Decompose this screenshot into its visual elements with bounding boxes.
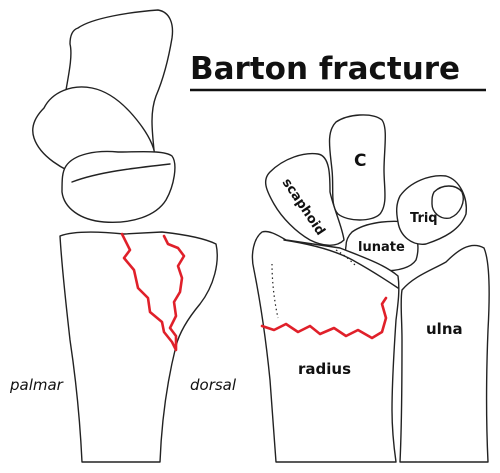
palmar-label: palmar bbox=[9, 376, 64, 394]
lateral-view bbox=[32, 9, 218, 463]
triquetrum-label: Triq bbox=[410, 211, 438, 226]
frontal-fracture-line bbox=[260, 296, 388, 340]
lateral-lunate bbox=[61, 150, 176, 223]
lateral-radius bbox=[59, 231, 218, 463]
lateral-fracture-line bbox=[120, 232, 186, 352]
scaphoid-bone bbox=[264, 152, 345, 246]
capitate-label: C bbox=[354, 151, 366, 171]
dorsal-label: dorsal bbox=[190, 376, 237, 394]
lunate-label: lunate bbox=[358, 240, 405, 255]
ulna-bone bbox=[399, 244, 490, 463]
diagram-title: Barton fracture bbox=[190, 51, 460, 87]
frontal-view bbox=[251, 114, 490, 463]
pisiform-bone bbox=[431, 185, 464, 219]
frontal-radius bbox=[251, 230, 400, 463]
radius-label: radius bbox=[298, 360, 351, 378]
capitate-bone bbox=[328, 114, 386, 221]
ulna-label: ulna bbox=[426, 320, 463, 338]
